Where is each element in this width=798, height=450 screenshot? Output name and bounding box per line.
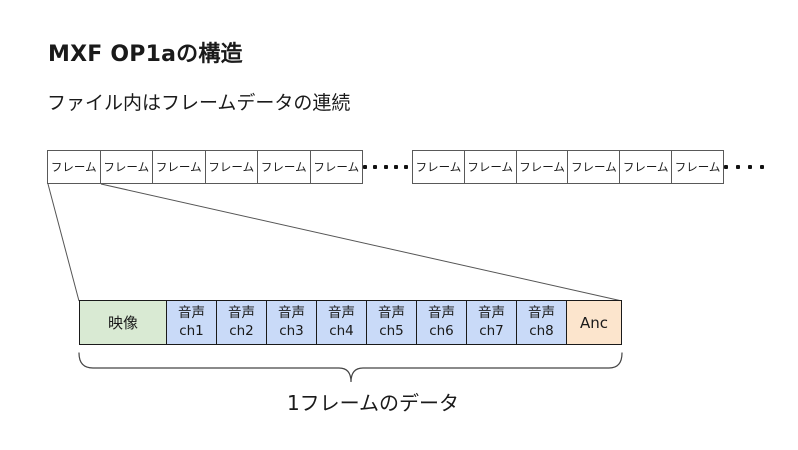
frame-detail-row: 映像 音声 ch1 音声 ch2 音声 ch3 <box>79 300 622 345</box>
audio-cell-type: 音声 <box>278 305 305 321</box>
curly-brace <box>78 352 623 383</box>
frame-box: フレーム <box>152 150 206 184</box>
audio-cell: 音声 ch4 <box>316 300 367 345</box>
audio-cell-type: 音声 <box>528 305 555 321</box>
frame-label: フレーム <box>571 160 617 174</box>
brace-caption: 1フレームのデータ <box>286 391 460 415</box>
audio-cell-channel: ch4 <box>329 322 354 339</box>
audio-cell-type: 音声 <box>178 305 205 321</box>
audio-cell: 音声 ch2 <box>216 300 267 345</box>
frame-box: フレーム <box>204 150 258 184</box>
frame-label: フレーム <box>674 160 721 174</box>
frame-box: フレーム <box>515 150 569 184</box>
audio-cell-channel: ch7 <box>479 322 504 339</box>
zoom-line-right <box>100 183 623 302</box>
ellipsis-dot <box>724 165 728 169</box>
frame-label: フレーム <box>155 160 202 174</box>
frame-box: フレーム <box>567 150 621 184</box>
frame-label: フレーム <box>519 160 565 174</box>
anc-cell-label: Anc <box>579 313 608 332</box>
frame-label: フレーム <box>103 160 150 174</box>
audio-cell-type: 音声 <box>478 305 505 321</box>
ellipsis-dot <box>748 165 752 169</box>
frame-box: フレーム <box>99 150 153 184</box>
audio-cell-type: 音声 <box>428 305 455 321</box>
audio-cell-channel: ch5 <box>379 322 404 339</box>
audio-cell-channel: ch8 <box>529 322 554 339</box>
frame-box: フレーム <box>47 150 101 184</box>
ellipsis-dot <box>736 165 740 169</box>
audio-cell: 音声 ch6 <box>416 300 467 345</box>
frame-label: フレーム <box>50 160 97 174</box>
audio-cell: 音声 ch8 <box>516 300 567 345</box>
frame-box: フレーム <box>412 150 465 184</box>
page-title: MXF OP1aの構造 <box>48 42 243 67</box>
ellipsis-dot <box>393 165 398 169</box>
audio-cell-type: 音声 <box>228 305 255 321</box>
frame-label: フレーム <box>622 160 669 174</box>
zoom-line-left <box>47 183 80 302</box>
ellipsis-dot <box>404 165 408 169</box>
audio-cell: 音声 ch1 <box>166 300 217 345</box>
ellipsis-end <box>724 150 764 184</box>
frame-label: フレーム <box>467 160 514 174</box>
subtitle: ファイル内はフレームデータの連続 <box>47 92 351 114</box>
frame-label: フレーム <box>415 160 462 174</box>
ellipsis-dot <box>373 165 378 169</box>
frame-box: フレーム <box>309 150 363 184</box>
ellipsis-dot <box>363 165 367 169</box>
audio-cell-channel: ch3 <box>279 322 304 339</box>
frame-label: フレーム <box>313 160 360 174</box>
audio-cell-channel: ch2 <box>229 322 254 339</box>
audio-cell-type: 音声 <box>328 305 355 321</box>
audio-cell: 音声 ch5 <box>366 300 417 345</box>
frame-label: フレーム <box>260 160 307 174</box>
frame-box: フレーム <box>671 150 724 184</box>
anc-cell: Anc <box>566 300 622 345</box>
frame-box: フレーム <box>619 150 673 184</box>
video-cell: 映像 <box>79 300 167 345</box>
audio-cell: 音声 ch7 <box>466 300 517 345</box>
frame-box: フレーム <box>257 150 311 184</box>
audio-cell-channel: ch6 <box>429 322 454 339</box>
audio-cell-channel: ch1 <box>179 322 204 339</box>
ellipsis-dot <box>383 165 388 169</box>
frame-group-2: フレーム フレーム フレーム フレーム フレーム フレーム <box>412 150 724 184</box>
ellipsis-dot <box>760 165 764 169</box>
audio-cell-type: 音声 <box>378 305 405 321</box>
ellipsis-mid <box>363 150 408 184</box>
audio-cell: 音声 ch3 <box>266 300 317 345</box>
video-cell-label: 映像 <box>107 314 138 332</box>
frame-label: フレーム <box>208 160 255 174</box>
frame-group-1: フレーム フレーム フレーム フレーム フレーム フレーム <box>47 150 363 184</box>
frame-box: フレーム <box>463 150 517 184</box>
